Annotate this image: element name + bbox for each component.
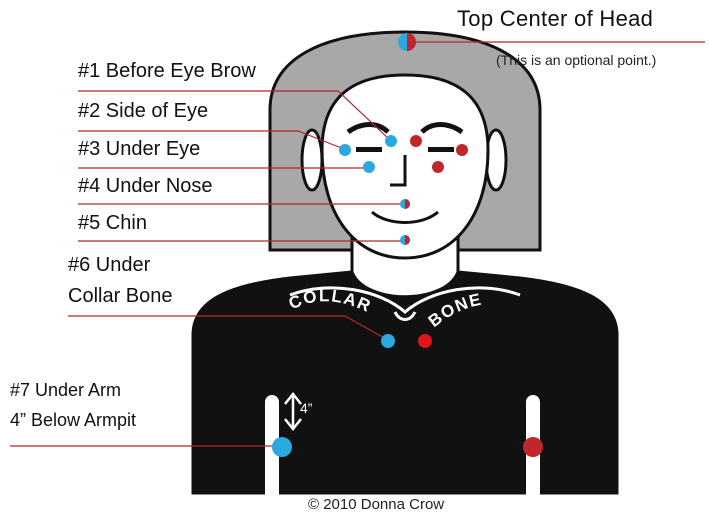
label-optional-note: (This is an optional point.)	[496, 52, 656, 68]
measure-label: 4”	[300, 400, 312, 416]
point-3-right	[432, 161, 444, 173]
point-1-right	[410, 135, 422, 147]
label-point-7-line1: #7 Under Arm	[10, 380, 121, 401]
label-top-center: Top Center of Head	[457, 6, 653, 32]
point-7-left	[272, 437, 292, 457]
point-1-left	[385, 135, 397, 147]
copyright-text: © 2010 Donna Crow	[308, 496, 444, 513]
label-point-4: #4 Under Nose	[78, 175, 213, 198]
point-7-right	[523, 437, 543, 457]
point-2-right	[456, 144, 468, 156]
label-point-6-line1: #6 Under	[68, 254, 150, 277]
label-point-7-line2: 4” Below Armpit	[10, 410, 136, 431]
label-point-5: #5 Chin	[78, 212, 147, 235]
label-point-6-line2: Collar Bone	[68, 285, 173, 308]
label-point-2: #2 Side of Eye	[78, 100, 208, 123]
point-6-left	[381, 334, 395, 348]
label-point-1: #1 Before Eye Brow	[78, 60, 256, 83]
point-6-right	[418, 334, 432, 348]
point-4	[400, 199, 410, 209]
point-3-left	[363, 161, 375, 173]
point-top	[398, 33, 416, 51]
label-point-3: #3 Under Eye	[78, 138, 200, 161]
point-2-left	[339, 144, 351, 156]
right-eye	[428, 147, 454, 152]
left-eye	[356, 147, 382, 152]
point-5	[400, 235, 410, 245]
shirt	[193, 272, 617, 493]
